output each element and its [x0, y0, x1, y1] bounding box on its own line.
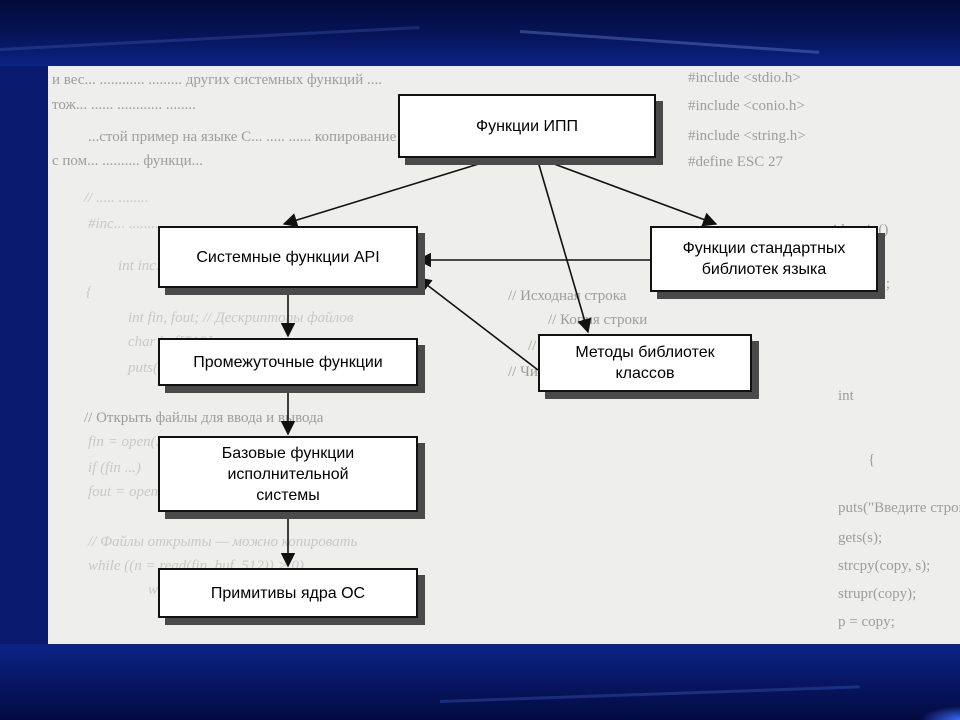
node-class-library-methods: Методы библиотек классов — [538, 334, 752, 392]
arrow-ipp-to-api — [282, 157, 499, 228]
slide-area: и вес... ............ ......... других с… — [48, 66, 960, 644]
node-system-api: Системные функции API — [158, 226, 418, 288]
node-standard-libraries: Функции стандартных библиотек языка — [650, 226, 878, 292]
node-ipp-label: Функции ИПП — [476, 117, 578, 135]
top-band — [0, 0, 960, 66]
node-base-runtime-functions: Базовые функции исполнительной системы — [158, 436, 418, 512]
node-kernel-primitives: Примитивы ядра ОС — [158, 568, 418, 618]
node-kernel-label: Примитивы ядра ОС — [210, 584, 366, 602]
node-base-label: Базовые функции исполнительной системы — [221, 444, 355, 504]
arrow-ipp-to-classlib — [536, 157, 592, 334]
node-api-label: Системные функции API — [196, 248, 380, 266]
arrow-ipp-to-stdlib — [537, 157, 718, 227]
corner-glow — [920, 706, 960, 720]
node-stdlib-label: Функции стандартных библиотек языка — [682, 240, 846, 278]
node-intermediate-label: Промежуточные функции — [193, 353, 383, 371]
node-classlib-label: Методы библиотек классов — [575, 344, 715, 382]
node-intermediate-functions: Промежуточные функции — [158, 338, 418, 386]
connector-layer — [280, 157, 718, 568]
arrow-classlib-to-api — [416, 277, 539, 371]
bottom-band — [0, 644, 960, 720]
node-ipp-functions: Функции ИПП — [398, 94, 656, 158]
